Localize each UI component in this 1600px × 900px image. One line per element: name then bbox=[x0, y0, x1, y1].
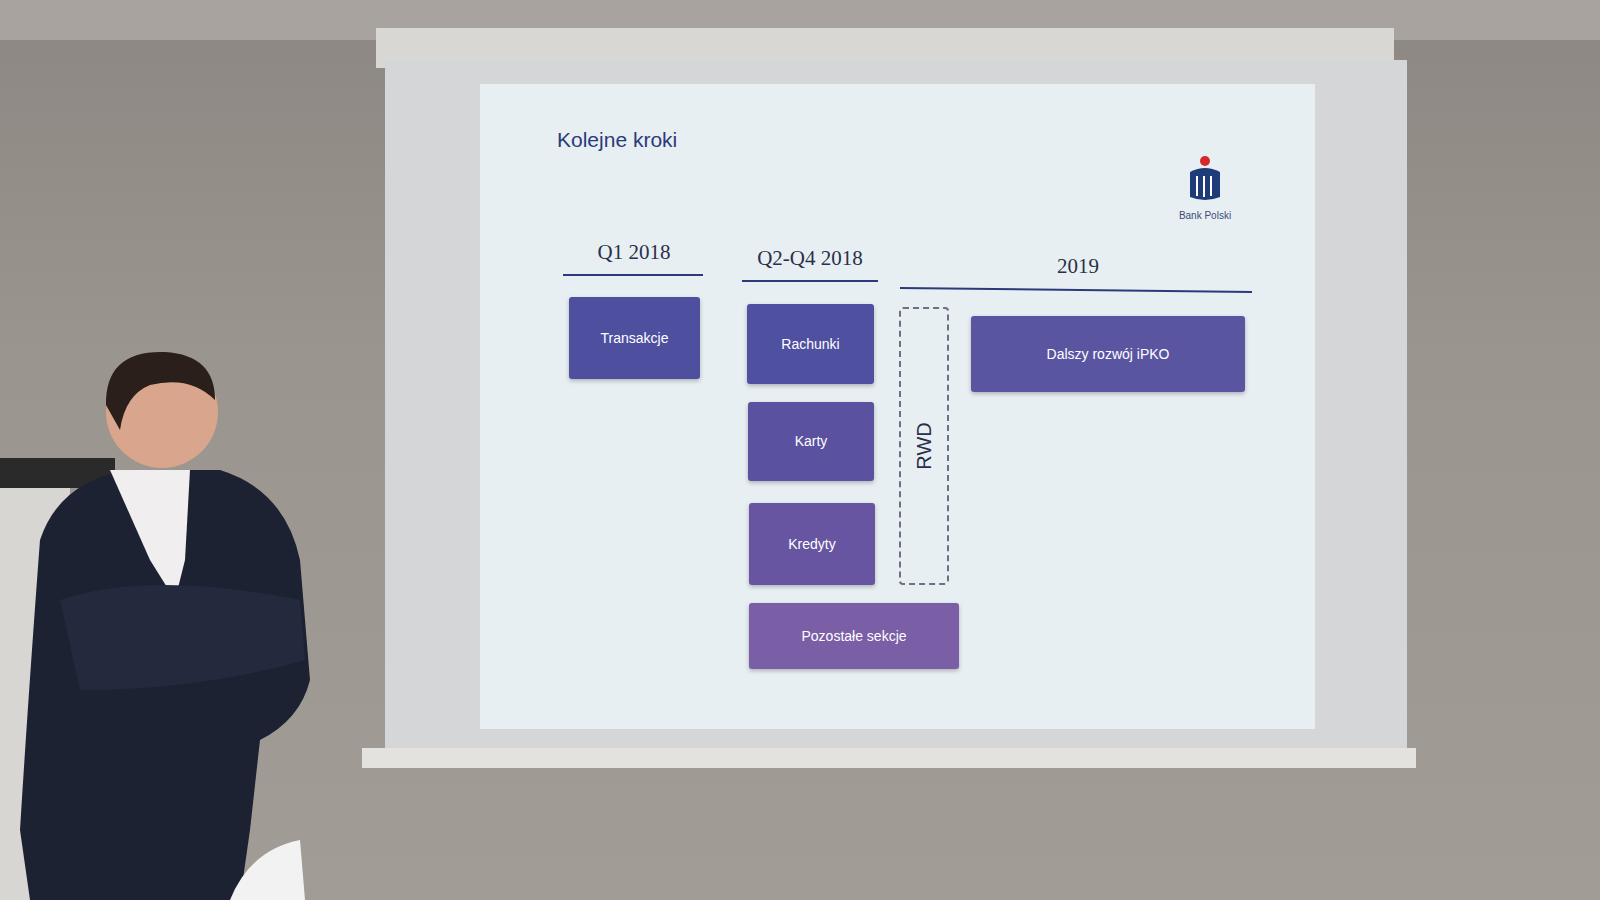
logo-caption: Bank Polski bbox=[1179, 210, 1231, 221]
header-rule bbox=[563, 274, 703, 276]
projection-screen bbox=[385, 60, 1407, 760]
roadmap-box: Transakcje bbox=[569, 297, 700, 379]
logo-mark bbox=[1190, 168, 1220, 200]
period-header: Q1 2018 bbox=[598, 240, 671, 265]
logo-lines bbox=[1197, 176, 1211, 197]
box-label: RWD bbox=[912, 422, 936, 469]
header-rule bbox=[900, 288, 1252, 292]
roadmap-box: Kredyty bbox=[749, 503, 875, 585]
slide-background bbox=[480, 84, 1315, 729]
roadmap-box: Rachunki bbox=[747, 304, 874, 384]
logo-dot bbox=[1200, 156, 1210, 166]
dashed-band: RWD bbox=[899, 307, 949, 585]
box-label: Transakcje bbox=[601, 330, 669, 347]
period-header: Q2-Q4 2018 bbox=[757, 246, 863, 271]
box-label: Pozostałe sekcje bbox=[801, 628, 906, 645]
roadmap-box: Karty bbox=[748, 402, 874, 481]
box-label: Karty bbox=[795, 433, 828, 450]
presenter-arms bbox=[60, 585, 305, 690]
header-rule bbox=[742, 280, 878, 282]
box-label: Rachunki bbox=[781, 336, 839, 353]
box-label: Dalszy rozwój iPKO bbox=[1047, 346, 1170, 363]
presenter-shirt bbox=[110, 470, 190, 600]
slide-title: Kolejne kroki bbox=[557, 128, 677, 152]
period-header: 2019 bbox=[1057, 254, 1099, 279]
pko-logo bbox=[1190, 156, 1220, 200]
presenter-hair bbox=[106, 352, 215, 430]
box-label: Kredyty bbox=[788, 536, 835, 553]
screen-bottom-bar bbox=[362, 748, 1416, 768]
chair-back bbox=[230, 840, 305, 900]
roadmap-box: Pozostałe sekcje bbox=[749, 603, 959, 669]
roadmap-box: Dalszy rozwój iPKO bbox=[971, 316, 1245, 392]
presenter-body bbox=[20, 470, 310, 900]
